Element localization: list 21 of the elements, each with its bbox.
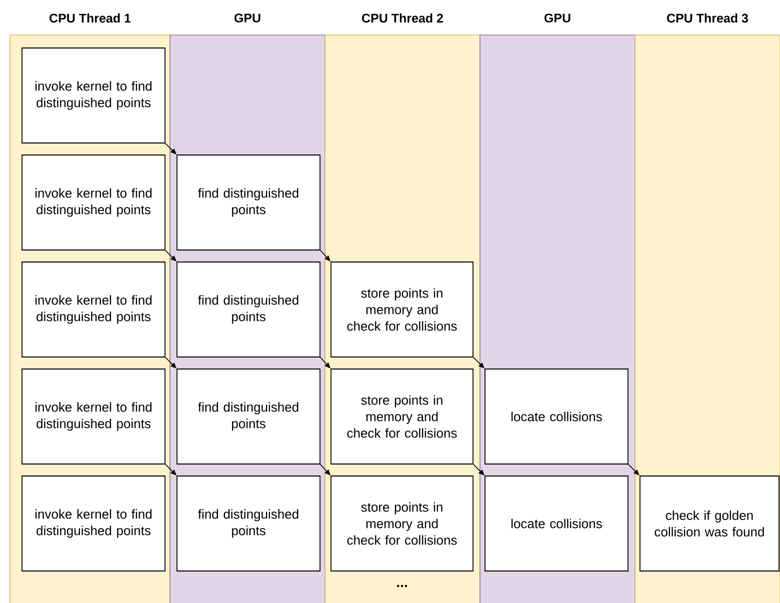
process-box: find distinguished points — [176, 154, 320, 250]
process-box: store points in memory and check for collisions — [330, 262, 474, 358]
node-label: CPU Thread 3 — [667, 13, 748, 23]
process-box: invoke kernel to find distinguished points — [22, 154, 166, 250]
process-box: find distinguished points — [176, 368, 320, 464]
process-box: store points in memory and check for collisions — [330, 476, 474, 572]
process-box: store points in memory and check for collisions — [330, 368, 474, 464]
node-label: GPU — [544, 14, 570, 22]
process-box: find distinguished points — [176, 476, 320, 572]
node-label: GPU — [234, 14, 260, 22]
process-box: locate collisions — [484, 476, 628, 572]
process-box: invoke kernel to find distinguished points — [22, 48, 166, 144]
process-box: check if golden collision was found — [640, 476, 780, 572]
process-box: find distinguished points — [176, 262, 320, 358]
node-label: CPU Thread 2 — [362, 13, 443, 23]
process-box: locate collisions — [484, 368, 628, 464]
process-box: invoke kernel to find distinguished points — [22, 368, 166, 464]
process-box: invoke kernel to find distinguished points — [22, 476, 166, 572]
process-box: invoke kernel to find distinguished points — [22, 262, 166, 358]
node-label: CPU Thread 1 — [50, 13, 131, 23]
ellipsis-label: ... — [397, 584, 407, 588]
